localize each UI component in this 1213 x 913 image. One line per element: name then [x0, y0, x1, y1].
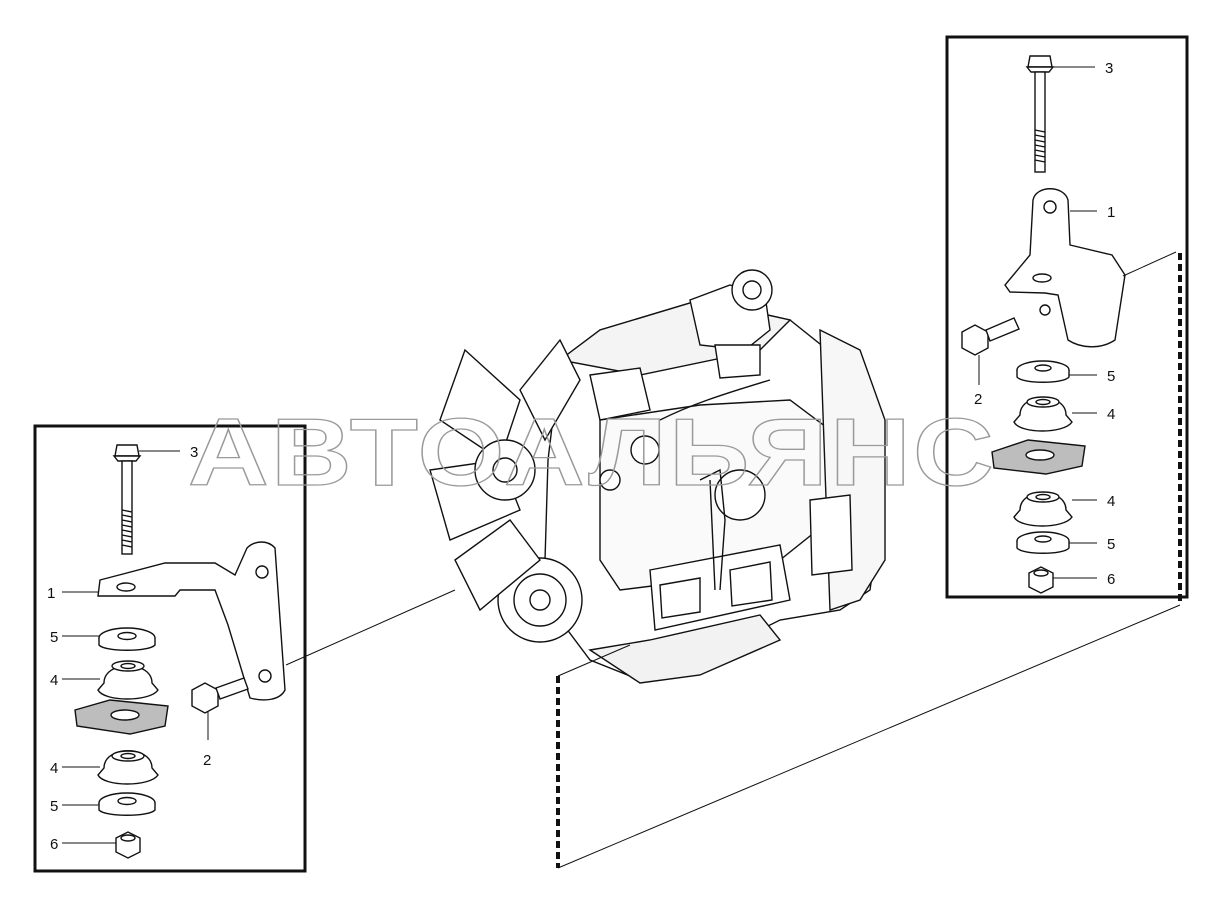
- left-mount-detail: 3 1 5 4 4 5 6 2: [33, 424, 307, 873]
- rubber-mount-icon: [97, 750, 159, 785]
- washer-icon: [1016, 531, 1070, 554]
- callout-label: 5: [1107, 536, 1115, 553]
- nut-icon: [1028, 566, 1054, 594]
- washer-icon: [98, 627, 156, 651]
- engine-illustration: [429, 269, 886, 684]
- right-leader-lines: [978, 66, 1097, 579]
- rubber-mount-icon: [1013, 491, 1073, 527]
- rubber-mount-icon: [1013, 396, 1073, 432]
- washer-icon: [1016, 360, 1070, 383]
- right-mount-detail: 3 1 2 5 4 4 5 6: [945, 35, 1189, 599]
- side-bolt-icon: [191, 677, 249, 714]
- callout-label: 4: [1107, 493, 1115, 510]
- mounting-plate-icon: [74, 699, 169, 735]
- left-leader-lines: [62, 450, 209, 844]
- callout-label: 3: [1105, 60, 1113, 77]
- callout-label: 4: [50, 760, 58, 777]
- callout-label: 1: [1107, 204, 1115, 221]
- callout-label: 2: [974, 391, 982, 408]
- callout-label: 6: [50, 836, 58, 853]
- watermark-text: АВТОАЛЬЯНС: [188, 399, 996, 506]
- callout-label: 1: [47, 585, 55, 602]
- callout-label: 5: [1107, 368, 1115, 385]
- nut-icon: [115, 831, 141, 859]
- rubber-mount-icon: [97, 660, 159, 700]
- bolt-icon: [1025, 55, 1055, 173]
- bracket-icon: [97, 541, 286, 701]
- callout-label: 3: [190, 444, 198, 461]
- washer-icon: [98, 792, 156, 816]
- side-bolt-icon: [961, 317, 1020, 356]
- callout-label: 4: [1107, 406, 1115, 423]
- callout-label: 2: [203, 752, 211, 769]
- right-detail-frame: [945, 35, 1189, 599]
- mounting-plate-icon: [991, 439, 1086, 475]
- left-connector-line: [285, 589, 456, 666]
- hidden-side-guide-lines: [557, 604, 1181, 869]
- callout-label: 5: [50, 629, 58, 646]
- right-connector-line: [1122, 251, 1177, 277]
- callout-label: 4: [50, 672, 58, 689]
- hidden-side-frame: [556, 253, 1182, 868]
- bolt-icon: [112, 444, 142, 555]
- left-detail-frame: [33, 424, 307, 873]
- callout-label: 6: [1107, 571, 1115, 588]
- callout-label: 5: [50, 798, 58, 815]
- bracket-icon: [1004, 188, 1126, 348]
